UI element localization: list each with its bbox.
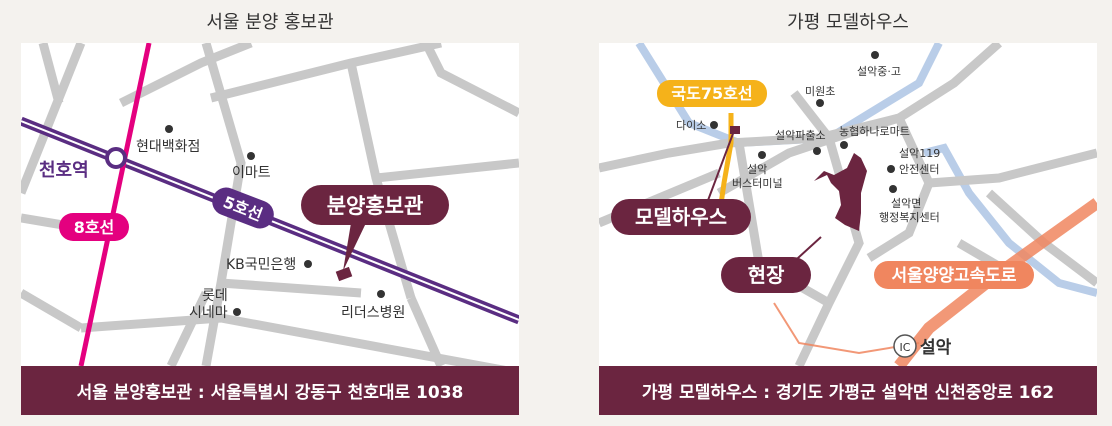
place-dot — [377, 290, 385, 298]
seoul-panel: 서울 분양 홍보관 — [21, 0, 519, 426]
seoul-map: 천호역 8호선 5호선 분양홍보관 현대백화점 이마트 KB국민은행 롯데 시네… — [21, 43, 519, 415]
gapyeong-panel: 가평 모델하우스 — [599, 0, 1097, 426]
place-label: 다이소 — [676, 119, 706, 132]
place-label: 시네마 — [189, 305, 228, 321]
gapyeong-address-bar: 가평 모델하우스 : 경기도 가평군 설악면 신천중앙로 162 — [599, 366, 1097, 415]
line8-track — [78, 43, 152, 366]
site-callout-label: 현장 — [748, 263, 785, 287]
place-label: 롯데 — [202, 288, 228, 304]
seoul-address-bar: 서울 분양홍보관 : 서울특별시 강동구 천호대로 1038 — [21, 366, 519, 415]
place-dot — [247, 152, 255, 160]
seoul-map-canvas: 천호역 8호선 5호선 분양홍보관 현대백화점 이마트 KB국민은행 롯데 시네… — [21, 43, 519, 366]
place-label: 리더스병원 — [341, 305, 405, 321]
expressway-pill — [874, 261, 1034, 289]
station-marker — [105, 147, 127, 169]
route75-label: 국도75호선 — [671, 84, 752, 103]
place-label: 현대백화점 — [136, 139, 200, 155]
line5-pill: 5호선 — [212, 187, 274, 229]
seoul-callout — [301, 185, 449, 225]
model-callout-label: 모델하우스 — [635, 205, 727, 229]
model-callout-pointer — [703, 130, 735, 212]
place-dot — [710, 121, 718, 129]
place-label: 미원초 — [805, 85, 835, 98]
place-label: 농협하나로마트 — [839, 124, 910, 138]
place-dot — [813, 147, 821, 155]
ic-badge-label: IC — [900, 341, 911, 354]
place-dot — [233, 308, 241, 316]
river-east — [923, 143, 1097, 297]
place-dot — [871, 51, 879, 59]
street-grid — [21, 43, 519, 366]
place-label: 설악 — [747, 163, 767, 176]
expressway-label: 서울양양고속도로 — [891, 266, 1016, 286]
line8-label: 8호선 — [74, 218, 115, 237]
place-label: 설악파출소 — [775, 129, 826, 142]
site-area — [814, 153, 867, 231]
seoul-title: 서울 분양 홍보관 — [206, 12, 334, 33]
place-dot — [304, 260, 312, 268]
line8-pill — [59, 213, 129, 241]
place-dot — [165, 125, 173, 133]
model-callout — [611, 199, 751, 235]
place-dot — [840, 141, 848, 149]
place-label: 설악중·고 — [857, 65, 901, 78]
place-label: 행정복지센터 — [879, 211, 940, 224]
place-dot — [758, 151, 766, 159]
gapyeong-title: 가평 모델하우스 — [787, 12, 909, 33]
place-label: 안전센터 — [899, 163, 939, 176]
gapyeong-map: 국도75호선 모델하우스 현장 서울양양고속도로 IC 설악 설악중·고 미원초… — [599, 43, 1097, 415]
gapyeong-map-canvas: 국도75호선 모델하우스 현장 서울양양고속도로 IC 설악 설악중·고 미원초… — [599, 43, 1097, 366]
place-label: 설악면 — [891, 197, 921, 210]
place-label: 버스터미널 — [732, 177, 783, 190]
roads — [599, 43, 1097, 366]
seoul-callout-label: 분양홍보관 — [327, 194, 424, 218]
place-dot — [889, 185, 897, 193]
seoul-site-marker — [335, 266, 353, 282]
place-label: KB국민은행 — [226, 257, 296, 273]
route75-pill — [657, 80, 767, 107]
place-label: 설악119 — [899, 147, 940, 160]
place-label: 이마트 — [232, 165, 271, 181]
ic-name: 설악 — [920, 338, 952, 358]
seoul-callout-pointer — [343, 223, 366, 271]
site-callout — [721, 257, 811, 293]
station-label: 천호역 — [39, 160, 89, 181]
ic-badge — [893, 334, 917, 358]
place-dot — [887, 165, 895, 173]
model-house-marker — [730, 126, 740, 134]
place-dot — [816, 99, 824, 107]
